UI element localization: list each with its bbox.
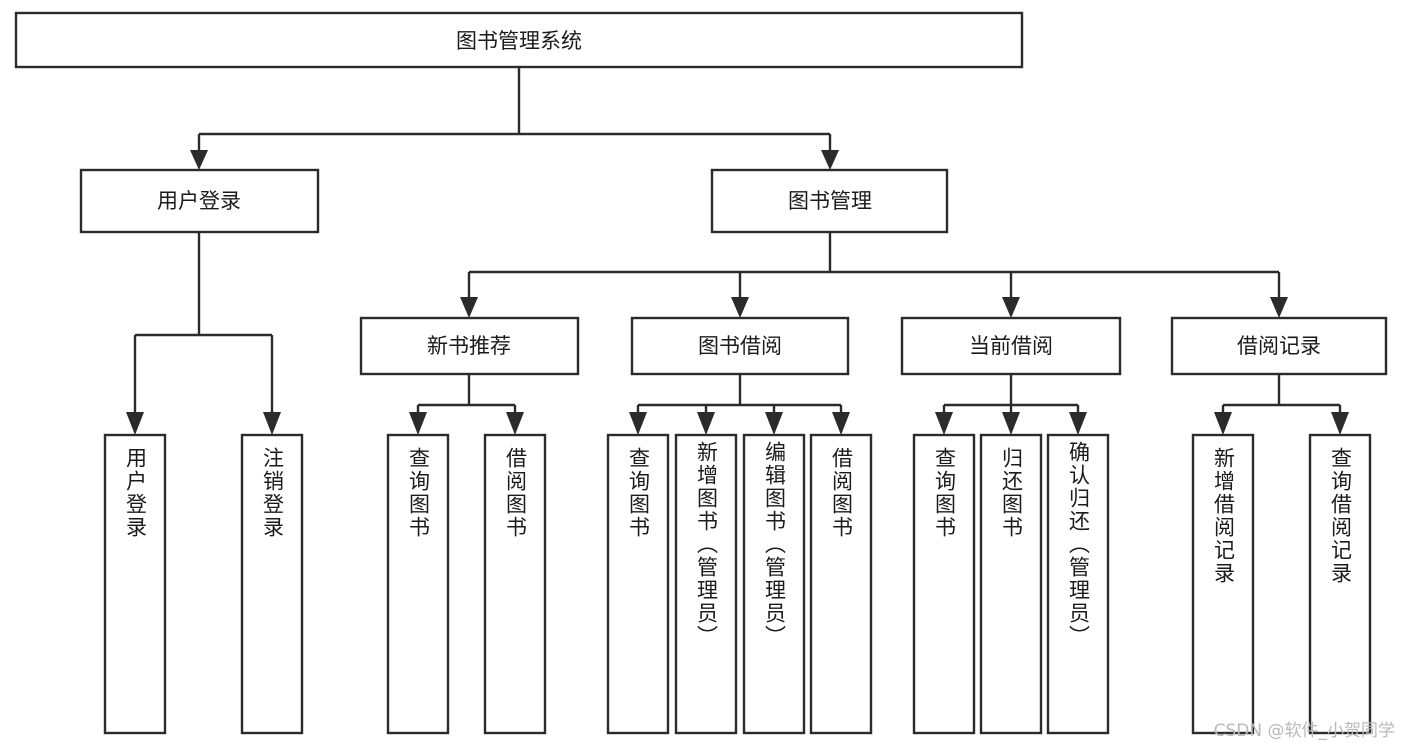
- arrow-head-user-login: [190, 150, 208, 170]
- arrow-head-leaf-current-borrow-2: [1002, 412, 1020, 435]
- arrow-head-leaf-borrow-record-1: [1214, 412, 1232, 435]
- leaf-box-book-borrow-3[interactable]: [742, 433, 806, 735]
- node-book-borrow-box[interactable]: [630, 316, 850, 376]
- node-new-book-recommend-label: 新书推荐: [427, 334, 511, 358]
- leaf-box-book-borrow-1[interactable]: [606, 433, 670, 735]
- arrow-head-leaf-user-login-2: [263, 412, 281, 435]
- leaf-boxes-borrow-record: [1191, 433, 1372, 735]
- connector-group-book-borrow-leaves: [629, 374, 850, 435]
- arrow-head-leaf-book-borrow-1: [629, 412, 647, 435]
- node-book-manage-label: 图书管理: [788, 189, 872, 213]
- leaf-box-borrow-record-1[interactable]: [1191, 433, 1255, 735]
- node-user-login-box[interactable]: [79, 168, 320, 234]
- connector-group-user-login-leaves: [126, 232, 281, 435]
- arrow-head-book-manage: [821, 150, 839, 170]
- leaf-box-borrow-record-2[interactable]: [1308, 433, 1372, 735]
- node-book-manage[interactable]: 图书管理: [710, 168, 949, 234]
- leaf-box-new-book-1[interactable]: [386, 433, 450, 735]
- arrow-head-borrow-record: [1270, 297, 1288, 318]
- leaf-box-new-book-2[interactable]: [483, 433, 547, 735]
- node-new-book-recommend[interactable]: 新书推荐: [359, 316, 580, 376]
- connector-group-borrow-record-leaves: [1214, 374, 1349, 435]
- leaf-box-current-borrow-2[interactable]: [979, 433, 1043, 735]
- node-user-login[interactable]: 用户登录: [79, 168, 320, 234]
- arrow-head-leaf-new-book-2: [506, 412, 524, 435]
- node-user-login-label: 用户登录: [157, 189, 241, 213]
- node-current-borrow[interactable]: 当前借阅: [900, 316, 1122, 376]
- arrow-head-leaf-book-borrow-4: [832, 412, 850, 435]
- leaf-box-current-borrow-1[interactable]: [912, 433, 976, 735]
- node-current-borrow-label: 当前借阅: [969, 334, 1053, 358]
- connector-group-current-borrow-leaves: [935, 374, 1087, 435]
- arrow-head-leaf-user-login-1: [126, 412, 144, 435]
- arrow-head-leaf-current-borrow-3: [1069, 412, 1087, 435]
- leaf-boxes-book-borrow: [606, 433, 873, 735]
- node-borrow-record[interactable]: 借阅记录: [1170, 316, 1388, 376]
- arrow-head-leaf-book-borrow-2: [697, 412, 715, 435]
- node-book-borrow-label: 图书借阅: [698, 334, 782, 358]
- arrow-head-new-book: [460, 297, 478, 318]
- node-root-label: 图书管理系统: [456, 29, 582, 53]
- leaf-boxes-user-login: [103, 433, 304, 735]
- arrow-head-leaf-book-borrow-3: [765, 412, 783, 435]
- arrow-head-leaf-new-book-1: [409, 412, 427, 435]
- leaf-boxes-new-book-recommend: [386, 433, 547, 735]
- node-root[interactable]: 图书管理系统: [14, 11, 1024, 69]
- node-borrow-record-box[interactable]: [1170, 316, 1388, 376]
- leaf-box-book-borrow-4[interactable]: [809, 433, 873, 735]
- node-book-borrow[interactable]: 图书借阅: [630, 316, 850, 376]
- node-new-book-recommend-box[interactable]: [359, 316, 580, 376]
- arrow-head-book-borrow: [731, 297, 749, 318]
- node-book-manage-box[interactable]: [710, 168, 949, 234]
- leaf-box-current-borrow-3[interactable]: [1046, 433, 1110, 735]
- leaf-box-user-login-2[interactable]: [240, 433, 304, 735]
- leaf-boxes-current-borrow: [912, 433, 1110, 735]
- leaf-box-user-login-1[interactable]: [103, 433, 167, 735]
- connector-group-root-to-level2: [190, 67, 839, 170]
- arrow-head-current-borrow: [1002, 297, 1020, 318]
- arrow-head-leaf-current-borrow-1: [935, 412, 953, 435]
- connector-group-new-book-leaves: [409, 374, 524, 435]
- arrow-head-leaf-borrow-record-2: [1331, 412, 1349, 435]
- connector-group-book-manage-to-level3: [460, 232, 1288, 318]
- node-current-borrow-box[interactable]: [900, 316, 1122, 376]
- node-root-box[interactable]: [14, 11, 1024, 69]
- node-borrow-record-label: 借阅记录: [1237, 334, 1321, 358]
- leaf-box-book-borrow-2[interactable]: [674, 433, 738, 735]
